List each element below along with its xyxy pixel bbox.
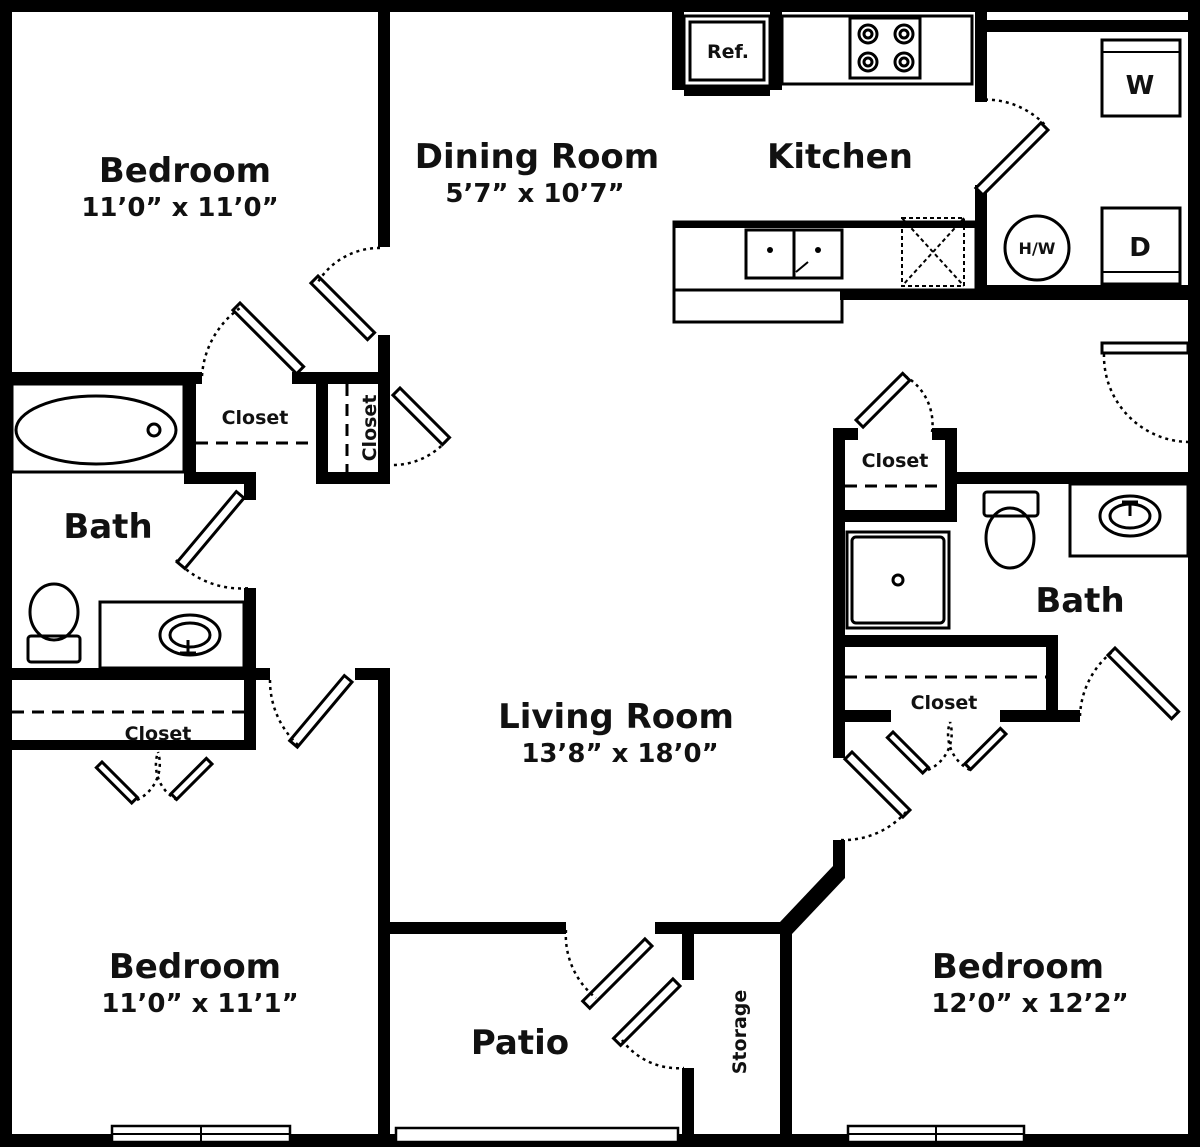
interior-walls — [12, 10, 1188, 1138]
room-dims-bedroom-se: 12’0” x 12’2” — [931, 989, 1128, 1019]
windows — [110, 1124, 1026, 1144]
stove-icon — [848, 16, 922, 80]
washer-icon — [1100, 38, 1182, 118]
bathtub-icon — [14, 394, 178, 466]
closet-labels: Closet Closet Closet Closet Closet — [125, 395, 978, 745]
room-dims-bedroom-sw: 11’0” x 11’1” — [101, 989, 298, 1019]
room-dims-dining: 5’7” x 10’7” — [445, 179, 624, 209]
room-name-bedroom-se: Bedroom — [932, 947, 1104, 987]
room-name-bedroom-nw: Bedroom — [99, 151, 271, 191]
sink-icon — [158, 613, 222, 657]
sink-icon — [1098, 494, 1162, 538]
closet-label-e-mid: Closet — [911, 692, 978, 714]
shower-icon — [845, 530, 951, 630]
closet-label-e-top: Closet — [862, 450, 929, 472]
room-name-living: Living Room — [498, 697, 734, 737]
kitchen-sink-icon — [744, 228, 844, 280]
water-heater-icon — [1003, 214, 1071, 282]
closet-label-sw: Closet — [125, 723, 192, 745]
toilet-icon — [26, 582, 82, 664]
room-name-dining: Dining Room — [415, 137, 659, 177]
closet-shelves — [12, 384, 1046, 714]
water-heater-label: H/W — [1019, 239, 1056, 258]
room-name-bath-w: Bath — [63, 507, 152, 547]
room-name-bedroom-sw: Bedroom — [109, 947, 281, 987]
dishwasher-icon — [901, 217, 965, 287]
room-labels: Bedroom 11’0” x 11’0” Dining Room 5’7” x… — [63, 137, 1128, 1074]
doors — [94, 98, 1190, 1070]
closet-label-nw-a: Closet — [222, 407, 289, 429]
washer-label: W — [1126, 71, 1155, 101]
toilet-icon — [982, 490, 1040, 570]
fixture-labels: Ref. W D H/W — [707, 41, 1154, 263]
room-dims-living: 13’8” x 18’0” — [521, 739, 718, 769]
dryer-label: D — [1129, 233, 1151, 263]
room-name-storage: Storage — [729, 990, 751, 1075]
closet-label-nw-b: Closet — [359, 395, 381, 462]
room-name-kitchen: Kitchen — [767, 137, 913, 177]
refrigerator-label: Ref. — [707, 41, 749, 63]
room-name-patio: Patio — [471, 1023, 569, 1063]
room-name-bath-e: Bath — [1035, 581, 1124, 621]
fixtures — [10, 14, 1190, 670]
room-dims-bedroom-nw: 11’0” x 11’0” — [81, 193, 278, 223]
dryer-icon — [1100, 206, 1182, 286]
